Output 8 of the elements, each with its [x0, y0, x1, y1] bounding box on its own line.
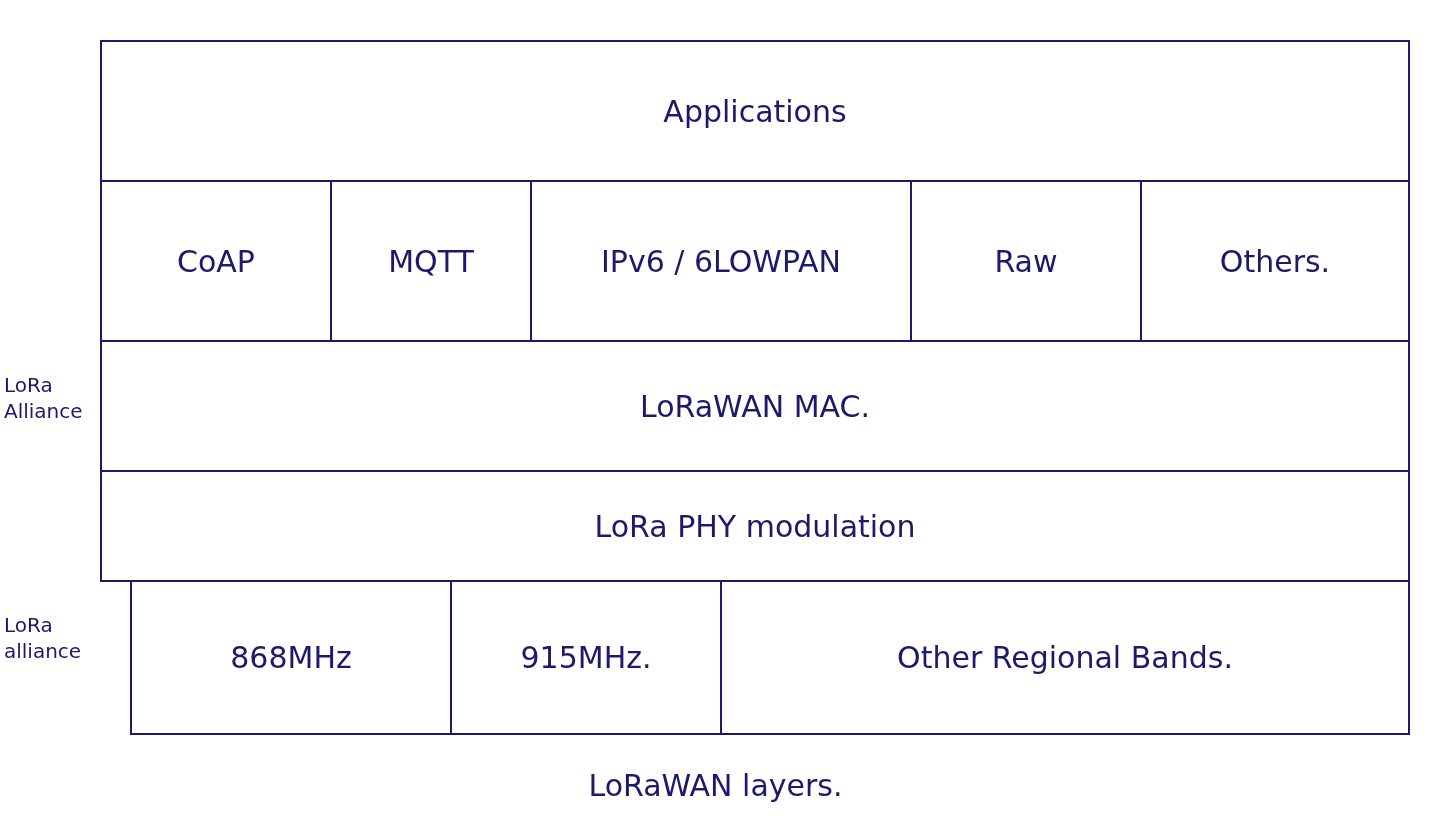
caption: LoRaWAN layers.: [587, 768, 844, 803]
layer-cell: Applications: [100, 40, 1410, 182]
layer-cell: 868MHz: [130, 580, 452, 735]
side-note: LoRa Alliance: [4, 372, 84, 424]
layer-cell: LoRa PHY modulation: [100, 470, 1410, 582]
side-note: LoRa alliance: [4, 612, 83, 664]
layer-cell: Other Regional Bands.: [720, 580, 1410, 735]
layer-cell: LoRaWAN MAC.: [100, 340, 1410, 472]
